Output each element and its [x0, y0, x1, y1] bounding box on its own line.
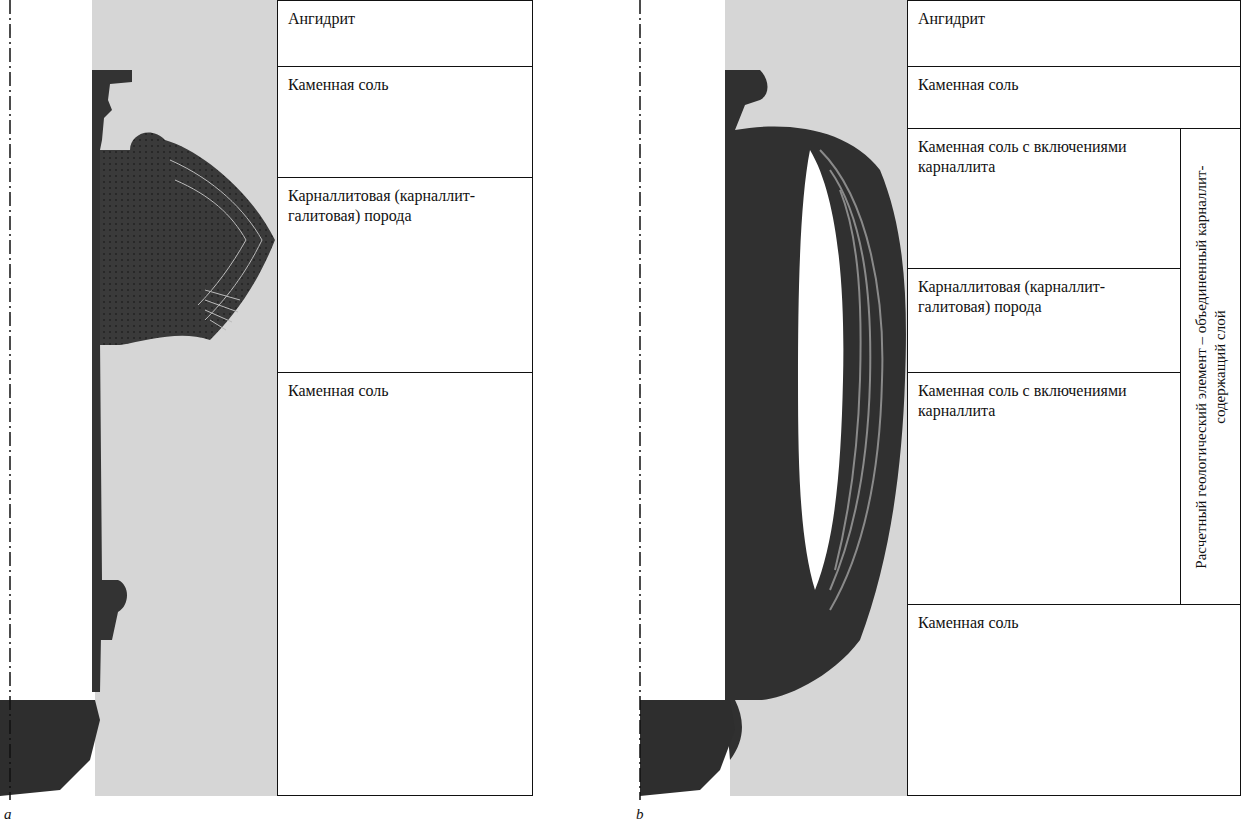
layer-cell: Каменная соль с включениями карналлита	[907, 372, 1181, 605]
layer-name: Расчетный геологический элемент – объеди…	[1192, 136, 1230, 597]
layer-name: Ангидрит	[278, 1, 532, 37]
damage-zone	[100, 580, 127, 640]
damage-bulge	[100, 133, 275, 345]
layer-cell: Ангидрит	[277, 0, 533, 67]
contour-lines	[170, 160, 262, 330]
cavity	[640, 0, 730, 796]
layer-name: Каменная соль	[908, 67, 1240, 103]
rock-mass	[8, 0, 278, 796]
layer-name: Каменная соль	[278, 67, 532, 103]
layer-cell: Карналлитовая (карналлит-галитовая) поро…	[907, 268, 1181, 373]
panel-letter: b	[636, 806, 644, 823]
layer-name: Ангидрит	[908, 1, 1240, 37]
unloaded-lens	[798, 150, 843, 590]
panel-letter: a	[4, 806, 12, 823]
layer-name: Карналлитовая (карналлит-галитовая) поро…	[278, 178, 532, 234]
bracket-cell: Расчетный геологический элемент – объеди…	[1180, 128, 1241, 605]
axis-line	[9, 0, 11, 800]
layer-name: Каменная соль	[908, 605, 1240, 641]
axis-line	[639, 0, 641, 800]
layer-cell: Каменная соль с включениями карналлита	[907, 128, 1181, 269]
layer-cell: Каменная соль	[277, 66, 533, 178]
layer-name: Карналлитовая (карналлит-галитовая) поро…	[908, 269, 1180, 325]
layer-cell: Ангидрит	[907, 0, 1241, 67]
layer-cell: Каменная соль	[907, 604, 1241, 796]
layer-name: Каменная соль	[278, 373, 532, 409]
layer-cell: Каменная соль	[907, 66, 1241, 129]
layer-cell: Каменная соль	[277, 372, 533, 796]
damage-zone	[0, 700, 100, 796]
damage-zone	[725, 70, 906, 760]
cavity	[8, 0, 132, 796]
layer-name: Каменная соль с включениями карналлита	[908, 373, 1180, 429]
damage-zone	[640, 700, 735, 796]
rock-mass	[640, 0, 908, 796]
layer-cell: Карналлитовая (карналлит-галитовая) поро…	[277, 177, 533, 373]
layer-name: Каменная соль с включениями карналлита	[908, 129, 1180, 185]
